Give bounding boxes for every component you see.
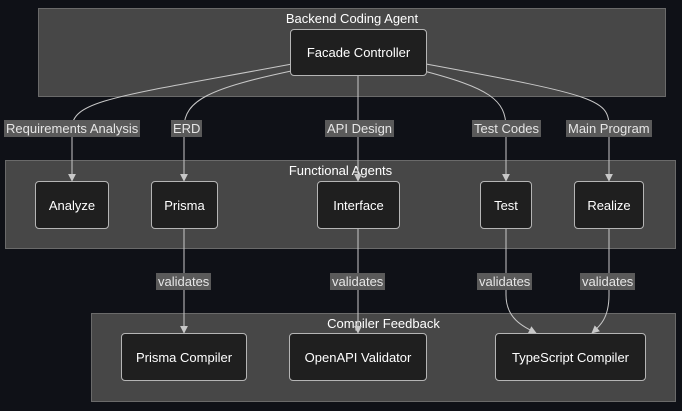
edge-label-requirements-analysis: Requirements Analysis bbox=[4, 120, 141, 137]
edge-label-test-codes: Test Codes bbox=[472, 120, 542, 137]
edge-label-validates: validates bbox=[156, 273, 212, 290]
edge-label-api-design: API Design bbox=[325, 120, 395, 137]
edge-label-main-program: Main Program bbox=[566, 120, 652, 137]
node-interface[interactable]: Interface bbox=[317, 181, 400, 229]
cluster-title: Backend Coding Agent bbox=[285, 11, 419, 26]
node-typescript-compiler[interactable]: TypeScript Compiler bbox=[495, 333, 646, 381]
edge-label-validates: validates bbox=[580, 273, 636, 290]
node-prisma[interactable]: Prisma bbox=[151, 181, 218, 229]
node-test[interactable]: Test bbox=[480, 181, 532, 229]
edge-label-validates: validates bbox=[330, 273, 386, 290]
edge-label-validates: validates bbox=[477, 273, 533, 290]
node-realize[interactable]: Realize bbox=[574, 181, 644, 229]
cluster-title: Functional Agents bbox=[288, 163, 393, 178]
edge-label-erd: ERD bbox=[171, 120, 203, 137]
cluster-title: Compiler Feedback bbox=[327, 316, 440, 331]
node-prisma-compiler[interactable]: Prisma Compiler bbox=[121, 333, 247, 381]
node-openapi-validator[interactable]: OpenAPI Validator bbox=[289, 333, 427, 381]
node-facade-controller[interactable]: Facade Controller bbox=[290, 29, 427, 76]
node-analyze[interactable]: Analyze bbox=[35, 181, 109, 229]
